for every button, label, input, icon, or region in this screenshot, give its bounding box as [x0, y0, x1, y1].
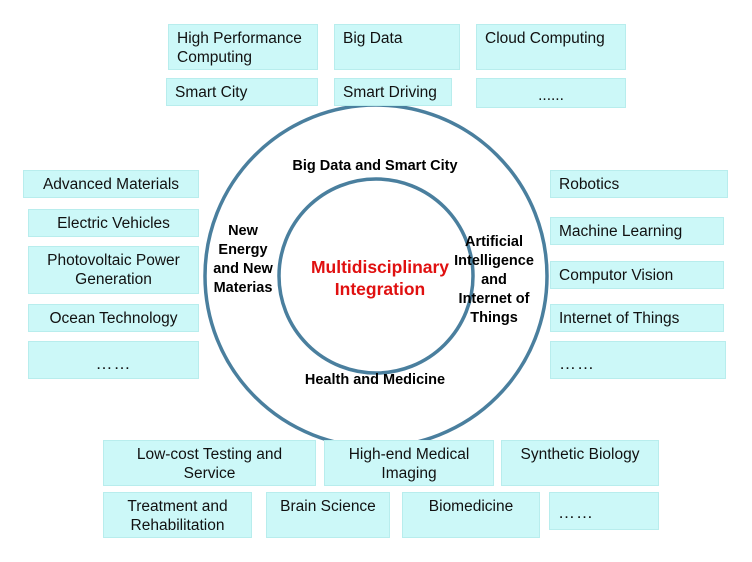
box-advanced-materials: Advanced Materials — [23, 170, 199, 198]
box-high-end-medical-imaging: High-end Medical Imaging — [324, 440, 494, 486]
box-machine-learning: Machine Learning — [550, 217, 724, 245]
box-brain-science: Brain Science — [266, 492, 390, 538]
box-smart-driving: Smart Driving — [334, 78, 452, 106]
ring-label-right: Artificial Intelligence and Internet of … — [450, 233, 538, 328]
ring-label-left-line: New — [228, 223, 258, 239]
ring-label-right-line: and — [481, 272, 507, 288]
box-right-more: …… — [550, 341, 726, 379]
box-big-data: Big Data — [334, 24, 460, 70]
box-left-more: …… — [28, 341, 199, 379]
box-treatment-and-rehabilitation: Treatment and Rehabilitation — [103, 492, 252, 538]
center-title-line2: Integration — [334, 279, 426, 299]
ring-label-top: Big Data and Smart City — [292, 158, 458, 174]
box-computor-vision: Computor Vision — [550, 261, 724, 289]
ring-label-left-line: Materias — [213, 280, 273, 296]
box-top-more: ...... — [476, 78, 626, 108]
ring-label-right-line: Things — [470, 310, 518, 326]
box-high-performance-computing: High Performance Computing — [168, 24, 318, 70]
box-bottom-more: …… — [549, 492, 659, 530]
ring-label-bottom: Health and Medicine — [304, 372, 446, 388]
box-cloud-computing: Cloud Computing — [476, 24, 626, 70]
box-photovoltaic-power-generation: Photovoltaic Power Generation — [28, 246, 199, 294]
inner-ring — [277, 177, 475, 375]
center-title: Multidisciplinary Integration — [280, 256, 480, 300]
box-robotics: Robotics — [550, 170, 728, 198]
center-title-line1: Multidisciplinary — [310, 257, 450, 277]
ring-label-right-line: Intelligence — [454, 253, 534, 269]
ring-label-left-line: Energy — [218, 242, 268, 258]
box-internet-of-things: Internet of Things — [550, 304, 724, 332]
ring-label-left: New Energy and New Materias — [203, 222, 283, 298]
box-biomedicine: Biomedicine — [402, 492, 540, 538]
box-electric-vehicles: Electric Vehicles — [28, 209, 199, 237]
ring-label-right-line: Artificial — [464, 234, 523, 250]
box-smart-city: Smart City — [166, 78, 318, 106]
ring-label-right-line: Internet of — [458, 291, 530, 307]
ring-label-left-line: and New — [213, 261, 273, 277]
box-ocean-technology: Ocean Technology — [28, 304, 199, 332]
box-low-cost-testing-and-service: Low-cost Testing and Service — [103, 440, 316, 486]
box-synthetic-biology: Synthetic Biology — [501, 440, 659, 486]
